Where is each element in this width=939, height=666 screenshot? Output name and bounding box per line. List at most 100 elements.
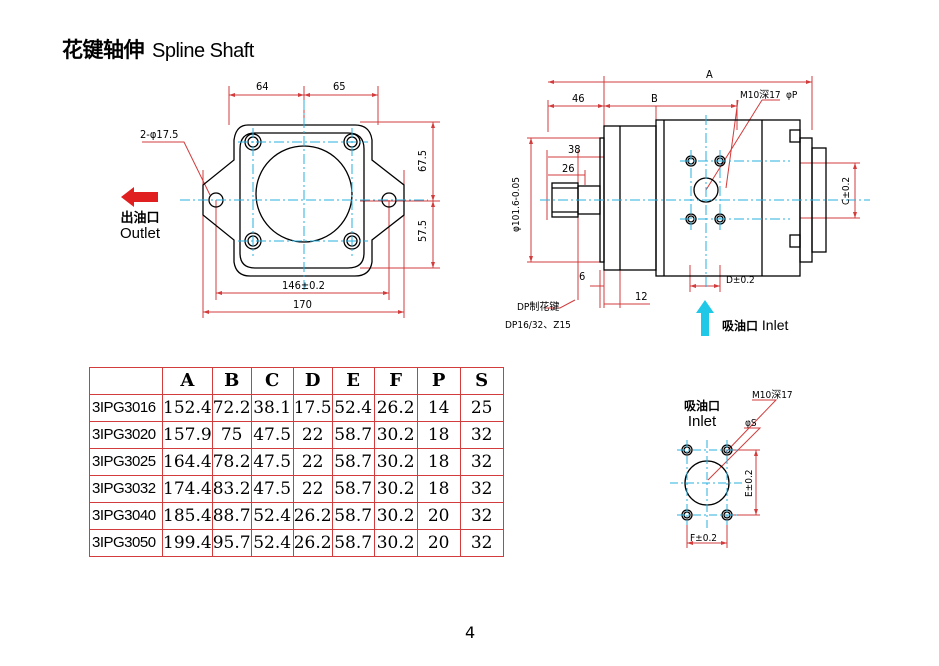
value-cell: 30.2 bbox=[373, 502, 418, 530]
value-cell: 83.2 bbox=[211, 475, 252, 503]
value-cell: 30.2 bbox=[373, 475, 418, 503]
header-cell: E bbox=[331, 367, 375, 395]
value-cell: 30.2 bbox=[373, 529, 418, 557]
page-number: 4 bbox=[465, 623, 476, 642]
value-cell: 22 bbox=[292, 421, 333, 449]
outlet-arrow-icon bbox=[121, 187, 158, 207]
model-cell: 3IPG3025 bbox=[89, 448, 163, 476]
spline-spec: DP16/32、Z15 bbox=[505, 320, 571, 331]
dim-65: 65 bbox=[333, 80, 346, 93]
dim-pilot: φ101.6-0.05 bbox=[511, 177, 522, 232]
value-cell: 47.5 bbox=[250, 475, 294, 503]
port-dim-S: φS bbox=[745, 418, 757, 429]
value-cell: 26.2 bbox=[373, 394, 418, 422]
value-cell: 72.2 bbox=[211, 394, 252, 422]
dim-146: 146±0.2 bbox=[282, 279, 325, 292]
dim-B: B bbox=[651, 92, 658, 105]
port-inlet-cn: 吸油口 bbox=[684, 399, 721, 413]
outlet-label: 出油口 Outlet bbox=[120, 211, 160, 241]
header-cell: P bbox=[416, 367, 461, 395]
value-cell: 32 bbox=[459, 529, 504, 557]
value-cell: 18 bbox=[416, 475, 461, 503]
value-cell: 30.2 bbox=[373, 421, 418, 449]
value-cell: 52.4 bbox=[331, 394, 375, 422]
model-cell: 3IPG3050 bbox=[89, 529, 163, 557]
dim-38: 38 bbox=[568, 143, 581, 156]
value-cell: 32 bbox=[459, 502, 504, 530]
dim-46: 46 bbox=[572, 92, 585, 105]
dim-C: C±0.2 bbox=[841, 177, 852, 205]
value-cell: 164.4 bbox=[162, 448, 213, 476]
spline-cn: DP制花键 bbox=[517, 300, 559, 313]
port-dim-F: F±0.2 bbox=[690, 533, 717, 544]
dim-67-5: 67.5 bbox=[416, 150, 429, 172]
model-cell: 3IPG3020 bbox=[89, 421, 163, 449]
header-cell: A bbox=[162, 367, 213, 395]
dim-12: 12 bbox=[635, 290, 648, 303]
value-cell: 18 bbox=[416, 421, 461, 449]
value-cell: 30.2 bbox=[373, 448, 418, 476]
dim-hole: 2-φ17.5 bbox=[140, 128, 178, 141]
inlet-cn: 吸油口 bbox=[722, 319, 759, 333]
header-cell: S bbox=[459, 367, 504, 395]
value-cell: 32 bbox=[459, 448, 504, 476]
port-dim-E: E±0.2 bbox=[744, 469, 755, 497]
dim-170: 170 bbox=[293, 298, 312, 311]
value-cell: 52.4 bbox=[250, 502, 294, 530]
value-cell: 18 bbox=[416, 448, 461, 476]
value-cell: 14 bbox=[416, 394, 461, 422]
header-cell: C bbox=[250, 367, 294, 395]
port-inlet-label: 吸油口 Inlet bbox=[684, 399, 720, 429]
value-cell: 95.7 bbox=[211, 529, 252, 557]
value-cell: 78.2 bbox=[211, 448, 252, 476]
value-cell: 32 bbox=[459, 475, 504, 503]
value-cell: 20 bbox=[416, 529, 461, 557]
value-cell: 47.5 bbox=[250, 421, 294, 449]
value-cell: 75 bbox=[211, 421, 252, 449]
dim-6: 6 bbox=[579, 270, 585, 283]
value-cell: 52.4 bbox=[250, 529, 294, 557]
port-view: M10深17 φS E±0.2 F±0.2 bbox=[670, 389, 793, 548]
header-cell bbox=[89, 367, 163, 395]
value-cell: 32 bbox=[459, 421, 504, 449]
dim-thread: M10深17 bbox=[740, 89, 781, 101]
value-cell: 26.2 bbox=[292, 502, 333, 530]
header-cell: D bbox=[292, 367, 333, 395]
value-cell: 58.7 bbox=[331, 529, 375, 557]
value-cell: 88.7 bbox=[211, 502, 252, 530]
value-cell: 22 bbox=[292, 448, 333, 476]
side-view: A 46 B M10深17 φP 38 26 φ101.6-0.05 C±0.2… bbox=[505, 68, 870, 336]
port-inlet-en: Inlet bbox=[687, 413, 717, 430]
outlet-cn: 出油口 bbox=[120, 211, 160, 226]
dim-26: 26 bbox=[562, 162, 575, 175]
title-cn: 花键轴伸 bbox=[62, 38, 145, 62]
value-cell: 199.4 bbox=[162, 529, 213, 557]
dim-57-5: 57.5 bbox=[416, 220, 429, 242]
front-view: 64 65 2-φ17.5 67.5 57.5 146±0.2 170 bbox=[121, 80, 440, 318]
value-cell: 58.7 bbox=[331, 421, 375, 449]
value-cell: 58.7 bbox=[331, 448, 375, 476]
page-title: 花键轴伸 Spline Shaft bbox=[62, 34, 254, 64]
outlet-en: Outlet bbox=[120, 225, 161, 242]
dim-A: A bbox=[706, 68, 713, 81]
inlet-arrow-icon bbox=[696, 300, 714, 336]
value-cell: 25 bbox=[459, 394, 504, 422]
value-cell: 20 bbox=[416, 502, 461, 530]
value-cell: 152.4 bbox=[162, 394, 213, 422]
value-cell: 47.5 bbox=[250, 448, 294, 476]
title-en: Spline Shaft bbox=[152, 40, 254, 62]
value-cell: 58.7 bbox=[331, 502, 375, 530]
value-cell: 22 bbox=[292, 475, 333, 503]
value-cell: 157.9 bbox=[162, 421, 213, 449]
model-cell: 3IPG3040 bbox=[89, 502, 163, 530]
dim-D: D±0.2 bbox=[726, 275, 755, 286]
dim-64: 64 bbox=[256, 80, 269, 93]
value-cell: 58.7 bbox=[331, 475, 375, 503]
table-header-row: A B C D E F P S bbox=[89, 367, 504, 395]
port-dim-thread: M10深17 bbox=[752, 389, 793, 401]
